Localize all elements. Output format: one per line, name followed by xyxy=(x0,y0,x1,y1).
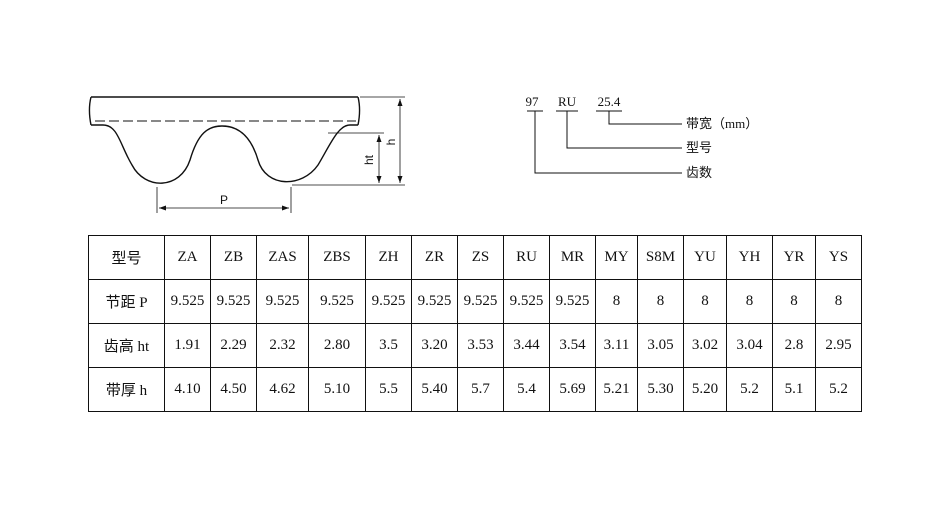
table-cell: 8 xyxy=(683,279,727,324)
table-cell: 8 xyxy=(772,279,816,324)
table-cell: 5.4 xyxy=(503,367,550,412)
table-cell: 3.20 xyxy=(411,323,458,368)
table-cell: 5.7 xyxy=(457,367,504,412)
table-cell: 5.30 xyxy=(637,367,684,412)
type-cell: S8M xyxy=(637,235,684,280)
table-cell: 9.525 xyxy=(503,279,550,324)
table-cell: 9.525 xyxy=(549,279,596,324)
table-cell: 5.2 xyxy=(726,367,773,412)
type-cell: ZBS xyxy=(308,235,366,280)
type-cell: ZB xyxy=(210,235,257,280)
type-cell: YH xyxy=(726,235,773,280)
table-cell: 1.91 xyxy=(164,323,211,368)
table-cell: 9.525 xyxy=(210,279,257,324)
table-cell: 3.05 xyxy=(637,323,684,368)
belt-spec-table: 型号 ZA ZB ZAS ZBS ZH ZR ZS RU MR MY S8M Y… xyxy=(88,235,862,412)
type-value: RU xyxy=(558,94,577,109)
table-cell: 4.62 xyxy=(256,367,309,412)
table-cell: 2.29 xyxy=(210,323,257,368)
belt-profile-diagram: h ht P 97 RU 25.4 带宽（mm） 型号 齿数 xyxy=(88,94,759,213)
belt-outline xyxy=(88,96,361,184)
table-cell: 9.525 xyxy=(365,279,412,324)
table-cell: 2.95 xyxy=(815,323,862,368)
type-cell: MR xyxy=(549,235,596,280)
table-cell: 4.10 xyxy=(164,367,211,412)
table-cell: 2.32 xyxy=(256,323,309,368)
table-cell: 5.1 xyxy=(772,367,816,412)
table-row-belt-thickness: 带厚 h 4.10 4.50 4.62 5.10 5.5 5.40 5.7 5.… xyxy=(88,367,862,412)
table-cell: 4.50 xyxy=(210,367,257,412)
table-cell: 8 xyxy=(815,279,862,324)
table-cell: 3.11 xyxy=(595,323,638,368)
table-row-pitch: 节距 P 9.525 9.525 9.525 9.525 9.525 9.525… xyxy=(88,279,862,324)
table-cell: 5.69 xyxy=(549,367,596,412)
table-cell: 8 xyxy=(595,279,638,324)
type-cell: YS xyxy=(815,235,862,280)
table-header-row: 型号 ZA ZB ZAS ZBS ZH ZR ZS RU MR MY S8M Y… xyxy=(88,235,862,280)
thickness-label: h xyxy=(384,139,398,146)
type-cell: YU xyxy=(683,235,727,280)
tooth-height-label: ht xyxy=(362,154,376,165)
table-cell: 3.53 xyxy=(457,323,504,368)
table-cell: 5.21 xyxy=(595,367,638,412)
table-cell: 2.8 xyxy=(772,323,816,368)
type-cell: RU xyxy=(503,235,550,280)
width-label: 带宽（mm） xyxy=(686,116,758,131)
table-cell: 9.525 xyxy=(164,279,211,324)
table-cell: 2.80 xyxy=(308,323,366,368)
width-value: 25.4 xyxy=(598,94,621,109)
header-label: 型号 xyxy=(88,235,165,280)
row-label: 节距 P xyxy=(88,279,165,324)
type-cell: MY xyxy=(595,235,638,280)
table-cell: 3.54 xyxy=(549,323,596,368)
pitch-label: P xyxy=(220,193,228,207)
row-label: 齿高 ht xyxy=(88,323,165,368)
designation-example: 97 RU 25.4 带宽（mm） 型号 齿数 xyxy=(526,94,759,180)
teeth-label: 齿数 xyxy=(686,165,712,180)
table-cell: 5.5 xyxy=(365,367,412,412)
table-cell: 5.40 xyxy=(411,367,458,412)
type-cell: YR xyxy=(772,235,816,280)
table-cell: 9.525 xyxy=(308,279,366,324)
type-cell: ZR xyxy=(411,235,458,280)
type-cell: ZS xyxy=(457,235,504,280)
table-cell: 8 xyxy=(637,279,684,324)
type-cell: ZH xyxy=(365,235,412,280)
table-cell: 5.10 xyxy=(308,367,366,412)
teeth-value: 97 xyxy=(526,94,540,109)
row-label: 带厚 h xyxy=(88,367,165,412)
type-label: 型号 xyxy=(686,140,712,155)
table-cell: 9.525 xyxy=(457,279,504,324)
table-row-tooth-height: 齿高 ht 1.91 2.29 2.32 2.80 3.5 3.20 3.53 … xyxy=(88,323,862,368)
table-cell: 9.525 xyxy=(411,279,458,324)
table-cell: 8 xyxy=(726,279,773,324)
table-cell: 3.5 xyxy=(365,323,412,368)
type-cell: ZA xyxy=(164,235,211,280)
table-cell: 5.20 xyxy=(683,367,727,412)
table-cell: 3.44 xyxy=(503,323,550,368)
table-cell: 3.02 xyxy=(683,323,727,368)
type-cell: ZAS xyxy=(256,235,309,280)
table-cell: 5.2 xyxy=(815,367,862,412)
table-cell: 9.525 xyxy=(256,279,309,324)
table-cell: 3.04 xyxy=(726,323,773,368)
